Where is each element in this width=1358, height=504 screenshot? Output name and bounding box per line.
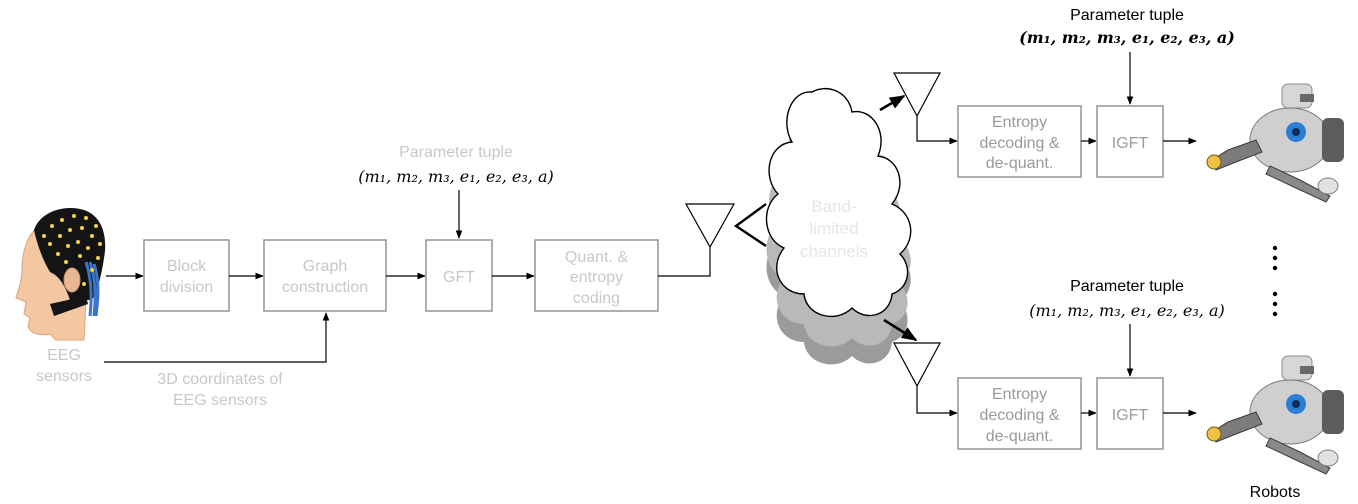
cloud-label-line1: Band- (811, 197, 856, 216)
graph-construction-box: Graph construction (263, 239, 387, 312)
quant-label-line1: Quant. & (565, 249, 628, 266)
igft-bottom-label: IGFT (1112, 407, 1149, 424)
tx-feed-line (658, 247, 711, 277)
rx-top-feed-line (916, 116, 958, 145)
robot-bottom-icon (1206, 355, 1344, 475)
tx-signal-icon (733, 203, 767, 247)
quant-label-line2: entropy (570, 269, 623, 286)
decoder-top-param-tuple: (m₁, m₂, m₃, e₁, e₂, e₃, a) (1019, 28, 1235, 47)
rx-bottom-feed-line (916, 386, 958, 417)
entropy-bottom-label-line2: decoding & (979, 407, 1059, 424)
arrow-coordinates-to-graph (104, 312, 330, 363)
graph-construction-label-line2: construction (282, 279, 368, 296)
entropy-top-label-line2: decoding & (979, 135, 1059, 152)
block-division-box: Block division (143, 239, 230, 312)
robot-top-icon (1206, 83, 1344, 203)
eeg-sensors-label-line2: sensors (36, 368, 92, 385)
coordinates-label-line2: EEG sensors (173, 392, 267, 409)
rx-antenna-bottom-icon (892, 342, 942, 388)
entropy-decoding-top-box: Entropy decoding & de-quant. (957, 105, 1082, 178)
encoder-param-title: Parameter tuple (399, 144, 513, 161)
entropy-decoding-bottom-box: Entropy decoding & de-quant. (957, 377, 1082, 450)
arrow-cloud-to-rx-top (879, 94, 906, 112)
entropy-bottom-label-line3: de-quant. (986, 428, 1054, 445)
entropy-top-label-line1: Entropy (992, 114, 1047, 131)
igft-bottom-box: IGFT (1096, 377, 1164, 450)
block-division-label-line1: Block (167, 258, 207, 275)
block-division-label-line2: division (160, 279, 213, 296)
arrow-cloud-to-rx-bottom (883, 318, 918, 342)
cloud-label-line3: channels (800, 242, 868, 261)
ellipsis-icon (1272, 245, 1278, 317)
entropy-bottom-label-line1: Entropy (992, 386, 1047, 403)
eeg-head-icon (15, 208, 106, 341)
decoder-bottom-param-tuple: (m₁, m₂, m₃, e₁, e₂, e₃, a) (1029, 301, 1224, 320)
bandlimited-cloud-icon (765, 87, 912, 365)
eeg-sensors-label-line1: EEG (47, 347, 81, 364)
quant-label-line3: coding (573, 290, 620, 307)
coordinates-label-line1: 3D coordinates of (157, 371, 283, 388)
decoder-bottom-param-title: Parameter tuple (1070, 278, 1184, 295)
robots-label: Robots (1250, 484, 1301, 501)
cloud-label-line2: limited (809, 219, 858, 238)
entropy-top-label-line3: de-quant. (986, 155, 1054, 172)
gft-box: GFT (425, 239, 493, 312)
quant-entropy-box: Quant. & entropy coding (534, 239, 659, 312)
rx-antenna-top-icon (892, 72, 942, 118)
tx-antenna-icon (684, 203, 736, 249)
gft-label: GFT (443, 269, 475, 286)
decoder-top-param-title: Parameter tuple (1070, 7, 1184, 24)
igft-top-box: IGFT (1096, 105, 1164, 178)
encoder-param-tuple: (m₁, m₂, m₃, e₁, e₂, e₃, a) (358, 167, 553, 186)
igft-top-label: IGFT (1112, 135, 1149, 152)
graph-construction-label-line1: Graph (303, 258, 347, 275)
